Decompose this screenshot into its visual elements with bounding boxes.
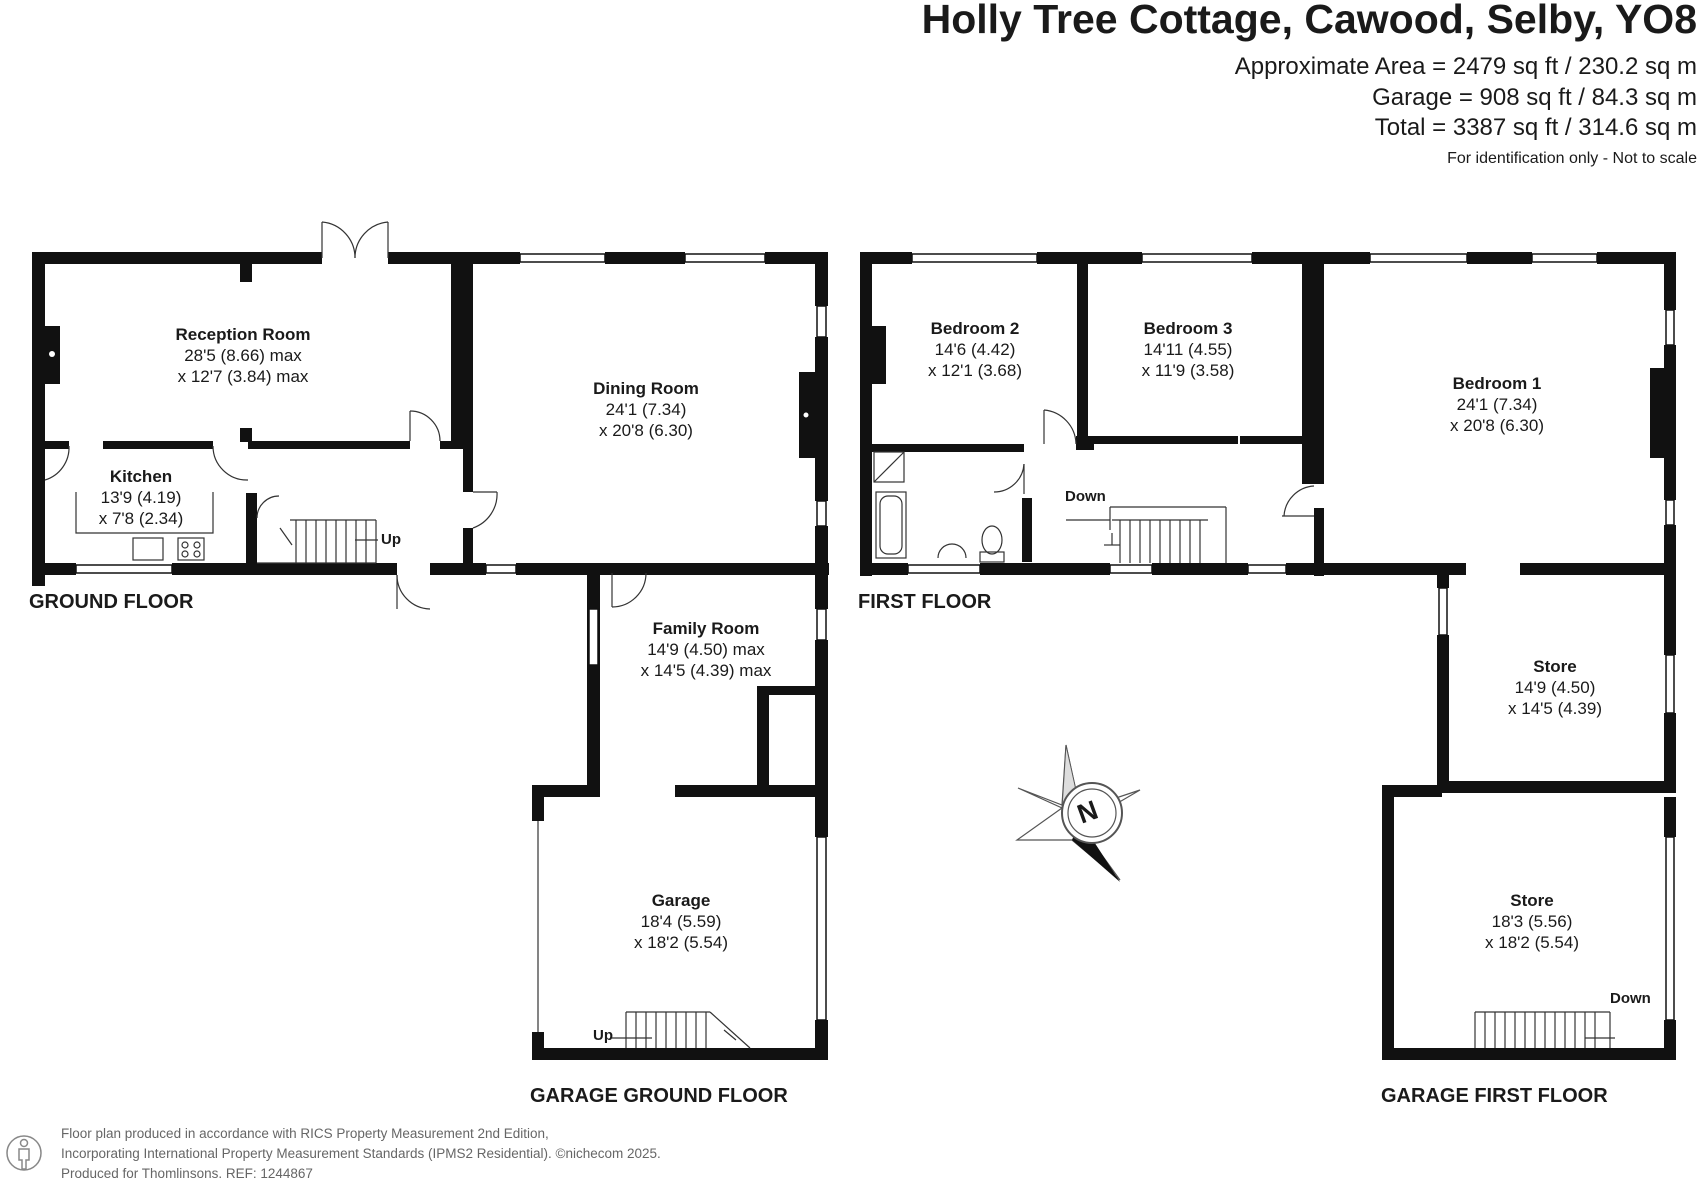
property-title: Holly Tree Cottage, Cawood, Selby, YO8 [921,0,1697,42]
room-dimension: 14'6 (4.42) [934,340,1016,359]
room-dimension: 14'11 (4.55) [1143,340,1233,359]
room-dimension: x 20'8 (6.30) [599,421,693,440]
room-name: Bedroom 3 [1143,319,1233,338]
room-name: Garage [651,891,711,910]
floor-label-garage-first: GARAGE FIRST FLOOR [1381,1085,1608,1107]
room-bedroom-1: Bedroom 1 24'1 (7.34) x 20'8 (6.30) [1450,373,1544,436]
room-name: Bedroom 1 [1452,374,1542,393]
room-reception: Reception Room 28'5 (8.66) max x 12'7 (3… [175,324,310,387]
room-name: Store [1510,891,1554,910]
room-dimension: x 20'8 (6.30) [1450,416,1544,435]
footer-line: Floor plan produced in accordance with R… [61,1126,549,1141]
room-dimension: 18'4 (5.59) [640,912,722,931]
footer-line: Produced for Thomlinsons. REF: 1244867 [61,1166,313,1181]
room-dimension: 14'9 (4.50) [1514,678,1596,697]
stairs-up-label: Up [593,1027,613,1044]
room-name: Kitchen [109,467,173,486]
floor-label-first: FIRST FLOOR [858,591,992,613]
room-bedroom-3: Bedroom 3 14'11 (4.55) x 11'9 (3.58) [1142,318,1235,381]
room-name: Bedroom 2 [930,319,1020,338]
room-kitchen: Kitchen 13'9 (4.19) x 7'8 (2.34) [99,466,184,529]
room-dimension: x 7'8 (2.34) [98,509,184,528]
area-garage: Garage = 908 sq ft / 84.3 sq m [1372,84,1697,111]
area-total: Total = 3387 sq ft / 314.6 sq m [1374,114,1697,141]
area-approximate: Approximate Area = 2479 sq ft / 230.2 sq… [1234,53,1697,80]
room-name: Store [1533,657,1577,676]
room-dimension: x 18'2 (5.54) [634,933,728,952]
stairs-down-label: Down [1065,488,1106,505]
person-icon [6,1135,42,1171]
floor-label-garage-ground: GARAGE GROUND FLOOR [530,1085,788,1107]
room-store-garage: Store 18'3 (5.56) x 18'2 (5.54) [1485,890,1579,953]
scale-note: For identification only - Not to scale [1447,150,1697,167]
room-store-first: Store 14'9 (4.50) x 14'5 (4.39) [1508,656,1602,719]
stairs-down-label: Down [1610,990,1651,1007]
floor-label-ground: GROUND FLOOR [29,591,194,613]
room-dimension: 24'1 (7.34) [1456,395,1538,414]
room-bedroom-2: Bedroom 2 14'6 (4.42) x 12'1 (3.68) [928,318,1022,381]
room-family: Family Room 14'9 (4.50) max x 14'5 (4.39… [641,618,772,681]
room-dimension: 24'1 (7.34) [605,400,687,419]
room-dimension: x 12'7 (3.84) max [177,367,309,386]
room-dimension: x 14'5 (4.39) [1508,699,1602,718]
room-name: Dining Room [593,379,699,398]
room-dimension: 13'9 (4.19) [100,488,182,507]
footer-credits: Floor plan produced in accordance with R… [61,1124,661,1184]
room-dimension: x 14'5 (4.39) max [640,661,772,680]
room-dimension: 18'3 (5.56) [1491,912,1573,931]
room-dimension: 14'9 (4.50) max [647,640,765,659]
room-garage: Garage 18'4 (5.59) x 18'2 (5.54) [634,890,728,953]
room-dimension: 28'5 (8.66) max [184,346,302,365]
room-dining: Dining Room 24'1 (7.34) x 20'8 (6.30) [593,378,699,441]
room-name: Reception Room [175,325,311,344]
stairs-up-label: Up [381,531,401,548]
room-dimension: x 18'2 (5.54) [1485,933,1579,952]
room-dimension: x 12'1 (3.68) [928,361,1022,380]
room-name: Family Room [652,619,760,638]
footer-line: Incorporating International Property Mea… [61,1146,661,1161]
compass-icon [1015,744,1141,882]
room-dimension: x 11'9 (3.58) [1141,361,1235,380]
